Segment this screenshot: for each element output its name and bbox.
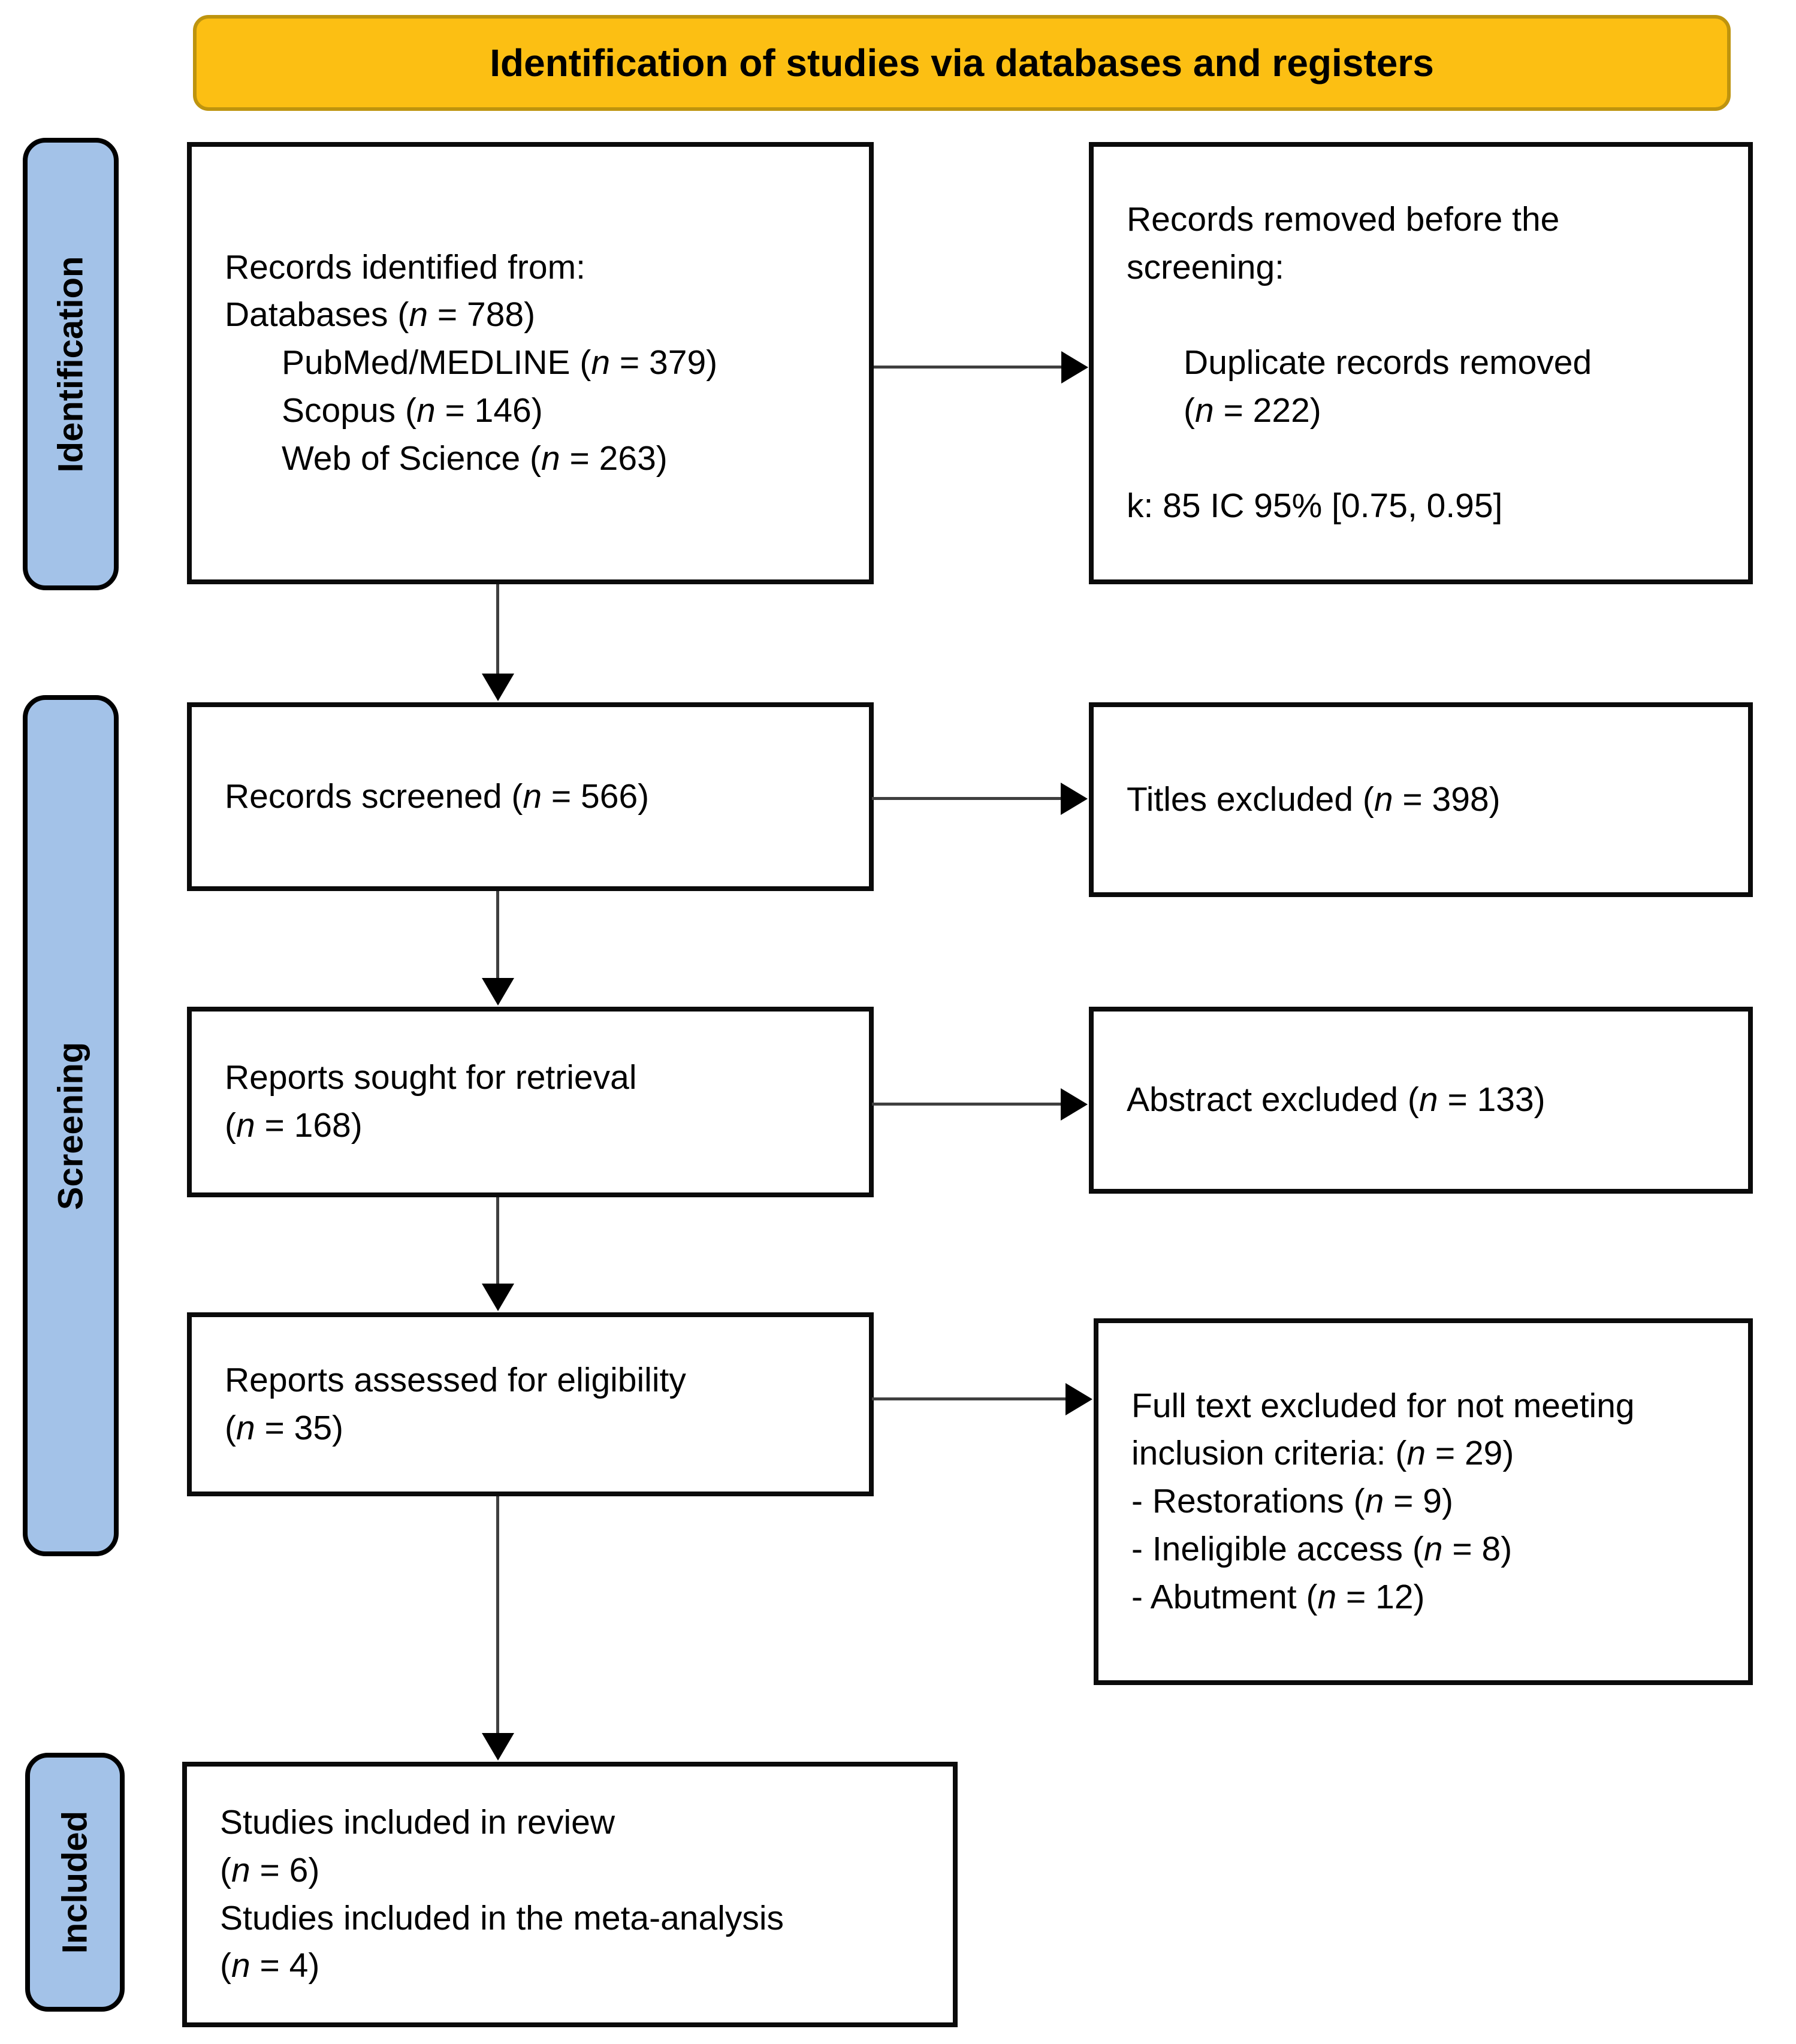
banner-title: Identification of studies via databases … <box>193 15 1731 111</box>
stage-screening: Screening <box>23 695 119 1556</box>
banner-title-text: Identification of studies via databases … <box>490 41 1434 84</box>
box-titles-excluded: Titles excluded (n = 398) <box>1089 702 1753 897</box>
box-records-removed: Records removed before the screening: Du… <box>1089 142 1753 584</box>
box-reports-assessed-text: Reports assessed for eligibility (n = 35… <box>225 1360 686 1447</box>
arrow-assessed-to-included <box>496 1496 499 1733</box>
box-studies-included: Studies included in review (n = 6) Studi… <box>182 1762 958 2027</box>
box-records-removed-text: Records removed before the screening: Du… <box>1127 200 1592 526</box>
box-records-screened-text: Records screened (n = 566) <box>225 777 650 816</box>
arrow-sought-to-abstract-excluded <box>872 1103 1061 1106</box>
arrow-sought-to-assessed <box>496 1197 499 1284</box>
box-reports-assessed: Reports assessed for eligibility (n = 35… <box>187 1312 874 1496</box>
stage-included: Included <box>25 1753 125 2012</box>
box-records-screened: Records screened (n = 566) <box>187 702 874 891</box>
arrow-identified-to-screened <box>496 584 499 674</box>
box-reports-sought-text: Reports sought for retrieval (n = 168) <box>225 1058 637 1145</box>
box-fulltext-excluded-text: Full text excluded for not meeting inclu… <box>1131 1386 1635 1616</box>
box-records-identified: Records identified from: Databases (n = … <box>187 142 874 584</box>
box-records-identified-text: Records identified from: Databases (n = … <box>225 247 718 478</box>
box-abstract-excluded-text: Abstract excluded (n = 133) <box>1127 1080 1546 1119</box>
arrow-screened-to-sought <box>496 891 499 978</box>
arrow-screened-to-titles-excluded <box>872 797 1061 800</box>
arrow-identified-to-removed <box>874 366 1061 369</box>
stage-identification-label: Identification <box>51 256 90 472</box>
stage-included-label: Included <box>55 1810 95 1954</box>
arrow-assessed-to-fulltext-excluded <box>872 1397 1065 1400</box>
box-titles-excluded-text: Titles excluded (n = 398) <box>1127 780 1501 819</box>
stage-identification: Identification <box>23 138 119 590</box>
stage-screening-label: Screening <box>51 1041 90 1210</box>
box-reports-sought: Reports sought for retrieval (n = 168) <box>187 1007 874 1197</box>
box-studies-included-text: Studies included in review (n = 6) Studi… <box>220 1803 784 1985</box>
box-abstract-excluded: Abstract excluded (n = 133) <box>1089 1007 1753 1194</box>
box-fulltext-excluded: Full text excluded for not meeting inclu… <box>1094 1318 1753 1685</box>
